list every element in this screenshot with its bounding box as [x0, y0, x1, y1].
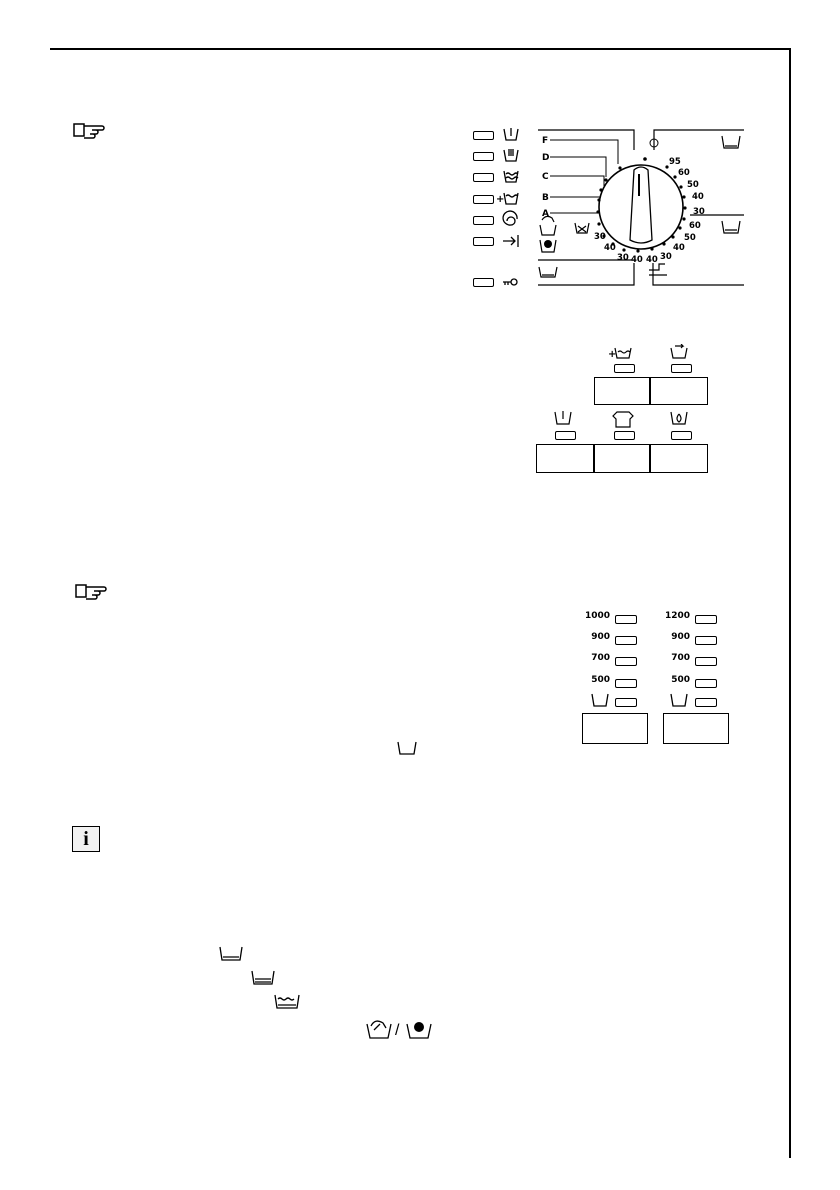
option-panel: +: [535, 344, 715, 474]
led-spin-left: [615, 657, 637, 666]
rinse-plus-icon: [670, 344, 688, 359]
spin-button-left[interactable]: [582, 713, 648, 744]
svg-text:B: B: [542, 193, 549, 203]
wool-icon: [539, 239, 557, 253]
temp-50b: 50: [684, 233, 696, 243]
spin-left-speed: 900: [591, 632, 610, 642]
sensitive-button[interactable]: [650, 444, 708, 473]
wash-tub-icon: [538, 266, 558, 278]
temp-40e: 40: [604, 243, 616, 253]
led-spin-right-nospin: [695, 698, 717, 707]
drain-tub-icon: [670, 693, 688, 707]
led-spin-left: [615, 636, 637, 645]
wash-tub-icon: [251, 970, 275, 985]
plus-label: +: [608, 349, 616, 360]
spin-left-speed: 1000: [584, 611, 610, 621]
svg-text:C: C: [542, 172, 549, 182]
easy-iron-button[interactable]: [594, 444, 650, 473]
prewash-plus-icon: [503, 192, 519, 205]
drop-icon: [670, 411, 688, 425]
spin-icon: [502, 210, 518, 226]
hand-wash-icon: [366, 1020, 392, 1039]
temp-30b: 30: [660, 252, 672, 262]
no-spin-icons: [591, 693, 688, 707]
prewash-icon: [503, 170, 519, 183]
plus-label: +: [496, 194, 504, 205]
spin-right-speed: 700: [671, 653, 690, 663]
key-lock-icon: [503, 278, 518, 286]
led-spin-right: [695, 615, 717, 624]
led-prewash: [473, 173, 494, 182]
temp-50a: 50: [687, 180, 699, 190]
svg-text:F: F: [542, 136, 548, 146]
programme-dial-graphic: + F D C B A: [496, 128, 744, 286]
temp-30d: 30: [594, 232, 606, 242]
led-spin: [473, 216, 494, 225]
led-plus-prewash: [473, 195, 494, 204]
right-rule: [789, 48, 791, 1158]
rinse-plus-button[interactable]: [650, 377, 708, 405]
drain-tub-icon: [591, 693, 609, 707]
drain-tub-icon: [397, 741, 417, 755]
temp-95: 95: [669, 157, 681, 167]
spin-left-speed: 700: [591, 653, 610, 663]
sensitive-icon: [649, 263, 667, 276]
spin-left-speed: 500: [591, 675, 610, 685]
led-easy-iron: [614, 431, 635, 440]
wash-tub-icon: [219, 946, 243, 961]
temp-60b: 60: [689, 221, 701, 231]
spin-right-speed: 900: [671, 632, 690, 642]
prewash-plus-icon: [614, 347, 632, 359]
svg-text:D: D: [542, 153, 549, 163]
slash-separator: /: [395, 1022, 400, 1039]
quick-icon: [574, 222, 590, 234]
spin-right-speed: 500: [671, 675, 690, 685]
hand-wool-icons: /: [365, 1018, 445, 1044]
pointing-hand-icon: [73, 123, 105, 139]
led-end: [473, 237, 494, 246]
prewash-tub-icon: [274, 994, 300, 1009]
svg-text:A: A: [542, 209, 549, 219]
hand-wash-icon: [539, 215, 557, 236]
temp-40b: 40: [673, 243, 685, 253]
temp-30c: 30: [617, 253, 629, 263]
option-icons: +: [554, 344, 688, 428]
info-mark: i: [83, 827, 89, 850]
spin-panel: 1000 900 700 500 1200 900 700 500: [578, 608, 738, 748]
led-sensitive: [671, 431, 692, 440]
temp-30a: 30: [693, 207, 705, 217]
led-spin-left: [615, 615, 637, 624]
top-rule: [50, 48, 791, 50]
end-icon: [503, 235, 519, 247]
rinse-hold-icon: [503, 128, 519, 141]
shirt-icon: [612, 411, 634, 428]
led-extra-rinse: [473, 152, 494, 161]
programme-panel: + F D C B A: [468, 120, 758, 300]
led-rinse-hold: [473, 131, 494, 140]
led-spin-right: [695, 657, 717, 666]
wash-tub-icon: [721, 220, 741, 234]
led-spin-right: [695, 679, 717, 688]
rinse-hold-button[interactable]: [536, 444, 594, 473]
temp-60a: 60: [678, 168, 690, 178]
led-spin-right: [695, 636, 717, 645]
led-spin-left-nospin: [615, 698, 637, 707]
wash-tub-icon: [721, 135, 741, 149]
pointing-hand-icon: [75, 584, 107, 600]
extra-rinse-icon: [503, 149, 519, 162]
prewash-button[interactable]: [594, 377, 650, 405]
temp-40d: 40: [631, 255, 643, 265]
led-rinse-hold-option: [555, 431, 576, 440]
info-icon: i: [72, 826, 100, 852]
spin-right-speed: 1200: [664, 611, 690, 621]
rinse-hold-icon: [554, 411, 572, 425]
led-prewash-option: [614, 364, 635, 373]
temp-40c: 40: [646, 255, 658, 265]
led-rinse-option: [671, 364, 692, 373]
spin-button-right[interactable]: [663, 713, 729, 744]
wool-icon: [406, 1022, 432, 1039]
led-door-lock: [473, 278, 494, 287]
temp-40a: 40: [692, 192, 704, 202]
led-spin-left: [615, 679, 637, 688]
